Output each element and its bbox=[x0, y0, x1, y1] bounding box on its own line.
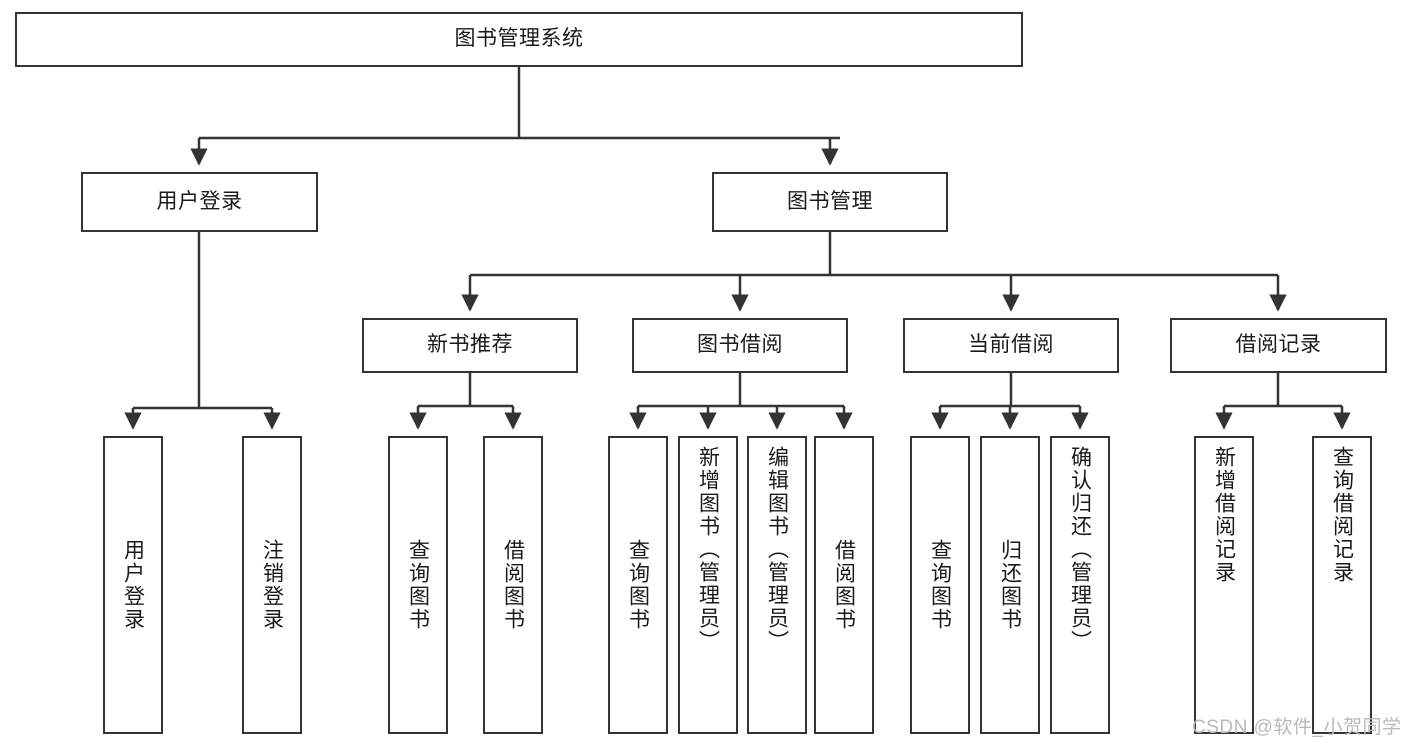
node-leaf-user-login[interactable]: 用户登录 bbox=[103, 436, 163, 734]
node-new-book-recommend[interactable]: 新书推荐 bbox=[362, 318, 578, 373]
node-new-book-recommend-label: 新书推荐 bbox=[427, 333, 513, 357]
node-borrow-record-label: 借阅记录 bbox=[1235, 333, 1322, 357]
node-user-login-label: 用户登录 bbox=[156, 189, 243, 213]
node-leaf-borrow-book-2-label: 借阅图书 bbox=[832, 539, 856, 631]
node-leaf-query-book-2[interactable]: 查询图书 bbox=[608, 436, 668, 734]
node-leaf-return-book-label: 归还图书 bbox=[998, 539, 1022, 631]
node-leaf-add-record-label: 新增借阅记录 bbox=[1212, 446, 1236, 584]
node-borrow-record[interactable]: 借阅记录 bbox=[1170, 318, 1387, 373]
node-leaf-confirm-return[interactable]: 确认归还（管理员） bbox=[1050, 436, 1110, 734]
node-leaf-logout-label: 注销登录 bbox=[260, 539, 284, 631]
node-current-borrow[interactable]: 当前借阅 bbox=[903, 318, 1119, 373]
node-leaf-add-book[interactable]: 新增图书（管理员） bbox=[678, 436, 738, 734]
node-leaf-borrow-book-2[interactable]: 借阅图书 bbox=[814, 436, 874, 734]
node-leaf-confirm-return-label: 确认归还（管理员） bbox=[1068, 446, 1092, 653]
node-leaf-query-book-3-label: 查询图书 bbox=[928, 539, 952, 631]
node-leaf-add-book-label: 新增图书（管理员） bbox=[696, 446, 720, 653]
node-leaf-query-record-label: 查询借阅记录 bbox=[1330, 446, 1354, 584]
node-leaf-edit-book[interactable]: 编辑图书（管理员） bbox=[747, 436, 807, 734]
node-leaf-query-book-3[interactable]: 查询图书 bbox=[910, 436, 970, 734]
node-book-management[interactable]: 图书管理 bbox=[712, 172, 948, 232]
node-leaf-edit-book-label: 编辑图书（管理员） bbox=[765, 446, 789, 653]
node-leaf-query-book-1[interactable]: 查询图书 bbox=[388, 436, 448, 734]
node-leaf-query-record[interactable]: 查询借阅记录 bbox=[1312, 436, 1372, 734]
csdn-watermark: CSDN @软件_小贺同学 bbox=[1192, 717, 1402, 738]
node-leaf-borrow-book-1-label: 借阅图书 bbox=[501, 539, 525, 631]
node-book-borrow-label: 图书借阅 bbox=[697, 333, 783, 357]
node-leaf-user-login-label: 用户登录 bbox=[121, 539, 145, 631]
node-leaf-logout[interactable]: 注销登录 bbox=[242, 436, 302, 734]
node-user-login[interactable]: 用户登录 bbox=[81, 172, 318, 232]
node-leaf-query-book-2-label: 查询图书 bbox=[626, 539, 650, 631]
node-leaf-query-book-1-label: 查询图书 bbox=[406, 539, 430, 631]
node-book-management-label: 图书管理 bbox=[787, 189, 873, 213]
node-root-label: 图书管理系统 bbox=[454, 27, 584, 51]
node-leaf-add-record[interactable]: 新增借阅记录 bbox=[1194, 436, 1254, 734]
node-book-borrow[interactable]: 图书借阅 bbox=[632, 318, 848, 373]
node-leaf-return-book[interactable]: 归还图书 bbox=[980, 436, 1040, 734]
node-root[interactable]: 图书管理系统 bbox=[15, 12, 1023, 67]
node-leaf-borrow-book-1[interactable]: 借阅图书 bbox=[483, 436, 543, 734]
node-current-borrow-label: 当前借阅 bbox=[968, 333, 1054, 357]
